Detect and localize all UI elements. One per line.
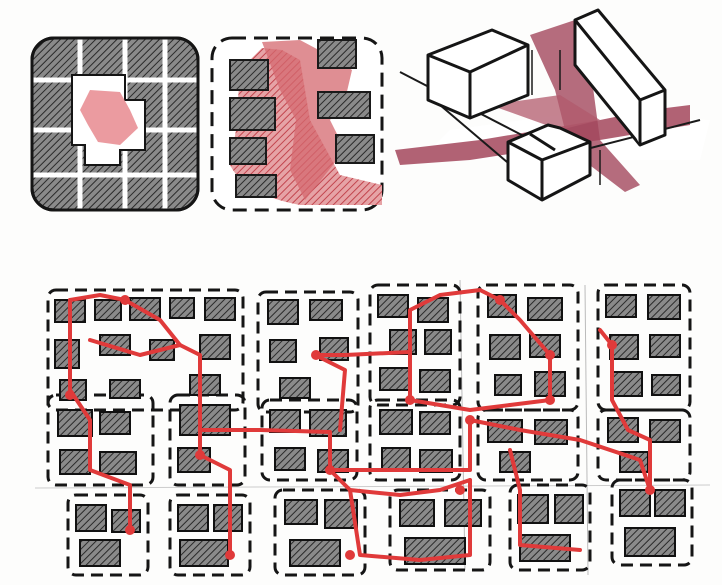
isometric-panel — [395, 10, 710, 200]
block-outlines — [48, 285, 692, 575]
open-block-panel — [212, 38, 382, 210]
urban-fabric-plan — [35, 280, 710, 575]
closed-block-panel — [32, 38, 198, 210]
